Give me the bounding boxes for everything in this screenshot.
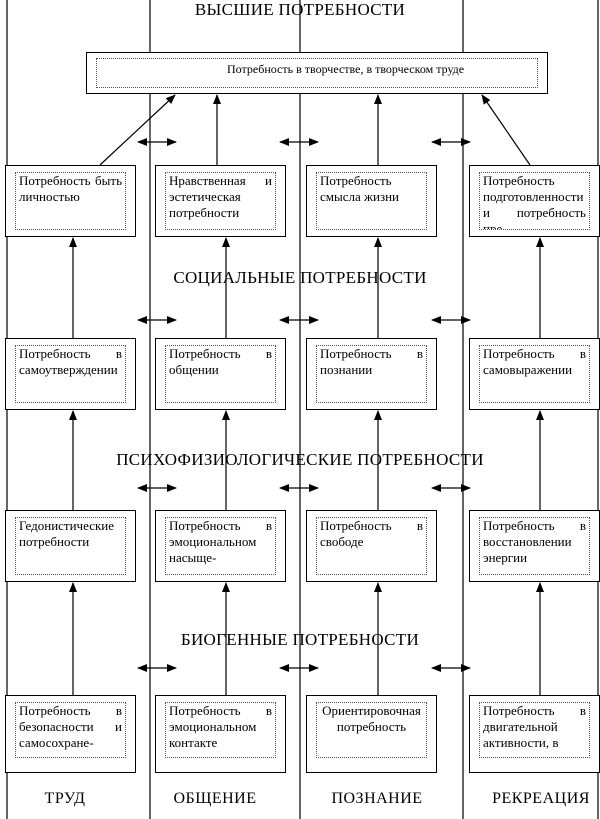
need-box-inner: Потребность в двигательной активности, в	[479, 702, 590, 758]
heading-biogenic-needs: БИОГЕННЫЕ ПОТРЕБНОСТИ	[180, 630, 420, 649]
need-box-text: Потребность в самовыражении	[483, 346, 586, 377]
need-box-text: Потребность в эмоциональном контакте	[169, 703, 272, 750]
need-box-inner: Потребность в познании	[316, 345, 427, 403]
heading-social-needs: СОЦИАЛЬНЫЕ ПОТРЕБНОСТИ	[173, 268, 427, 287]
need-box-biogenic-1: Потребность в безопасности и самосохране…	[5, 695, 136, 773]
need-box-inner: Гедонистические потребности	[15, 517, 126, 575]
need-box-biogenic-4: Потребность в двигательной активности, в	[469, 695, 600, 773]
need-box-inner: Потребность в безопасности и самосохране…	[15, 702, 126, 758]
need-box-text: Потребность в восстановлении энергии	[483, 518, 586, 565]
need-box-text: Потребность в познании	[320, 346, 423, 377]
need-box-inner: Потребность в самовыражении	[479, 345, 590, 403]
column-label-labor: ТРУД	[44, 790, 86, 807]
need-box-text: Потребность в эмоциональном насыще-	[169, 518, 272, 565]
need-box-text: Нравственная и эстетическая потребности	[169, 173, 272, 220]
need-box-higher-3: Потребность смысла жизни	[306, 165, 437, 237]
column-label-communication: ОБЩЕНИЕ	[173, 790, 257, 807]
need-box-text: Потребность подготовленности и потребнос…	[483, 173, 586, 230]
top-box-creativity: Потребность в творчестве, в творческом т…	[86, 52, 548, 94]
need-box-inner: Ориентировочная потребность	[316, 702, 427, 758]
need-box-text: Потребность быть личностью	[19, 173, 122, 204]
heading-psychophysiological-needs: ПСИХОФИЗИОЛОГИЧЕСКИЕ ПОТРЕБНОСТИ	[116, 450, 484, 469]
need-box-text: Потребность в двигательной активности, в	[483, 703, 586, 750]
need-box-inner: Потребность в восстановлении энергии	[479, 517, 590, 575]
need-box-text: Потребность в общении	[169, 346, 272, 377]
need-box-text: Ориентировочная потребность	[322, 703, 421, 734]
need-box-text: Потребность смысла жизни	[320, 173, 399, 204]
need-box-inner: Потребность подготовленности и потребнос…	[479, 172, 590, 230]
column-label-recreation: РЕКРЕАЦИЯ	[492, 790, 590, 807]
need-box-inner: Потребность в самоутверждении	[15, 345, 126, 403]
need-box-social-3: Потребность в познании	[306, 338, 437, 410]
need-box-inner: Нравственная и эстетическая потребности	[165, 172, 276, 230]
need-box-psychophysiological-3: Потребность в свободе	[306, 510, 437, 582]
need-box-higher-2: Нравственная и эстетическая потребности	[155, 165, 286, 237]
need-box-inner: Потребность быть личностью	[15, 172, 126, 230]
need-box-inner: Потребность в общении	[165, 345, 276, 403]
need-box-inner: Потребность в свободе	[316, 517, 427, 575]
need-box-biogenic-3: Ориентировочная потребность	[306, 695, 437, 773]
need-box-psychophysiological-4: Потребность в восстановлении энергии	[469, 510, 600, 582]
column-label-cognition: ПОЗНАНИЕ	[331, 790, 423, 807]
need-box-psychophysiological-1: Гедонистические потребности	[5, 510, 136, 582]
need-box-psychophysiological-2: Потребность в эмоциональном насыще-	[155, 510, 286, 582]
heading-higher-needs: ВЫСШИЕ ПОТРЕБНОСТИ	[194, 0, 406, 19]
need-box-higher-1: Потребность быть личностью	[5, 165, 136, 237]
need-box-social-2: Потребность в общении	[155, 338, 286, 410]
top-box-text: Потребность в творчестве, в творческом т…	[227, 62, 465, 76]
need-box-text: Потребность в безопасности и самосохране…	[19, 703, 122, 750]
need-box-inner: Потребность в эмоциональном контакте	[165, 702, 276, 758]
need-box-text: Потребность в свободе	[320, 518, 423, 549]
need-box-social-1: Потребность в самоутверждении	[5, 338, 136, 410]
need-box-higher-4: Потребность подготовленности и потребнос…	[469, 165, 600, 237]
need-box-social-4: Потребность в самовыражении	[469, 338, 600, 410]
need-box-biogenic-2: Потребность в эмоциональном контакте	[155, 695, 286, 773]
arrow-higher-1-to-top	[99, 94, 176, 166]
arrow-higher-4-to-top	[481, 94, 531, 166]
top-box-inner: Потребность в творчестве, в творческом т…	[96, 58, 538, 88]
need-box-inner: Потребность смысла жизни	[316, 172, 427, 230]
need-box-text: Гедонистические потребности	[19, 518, 115, 549]
need-box-text: Потребность в самоутверждении	[19, 346, 122, 377]
need-box-inner: Потребность в эмоциональном насыще-	[165, 517, 276, 575]
